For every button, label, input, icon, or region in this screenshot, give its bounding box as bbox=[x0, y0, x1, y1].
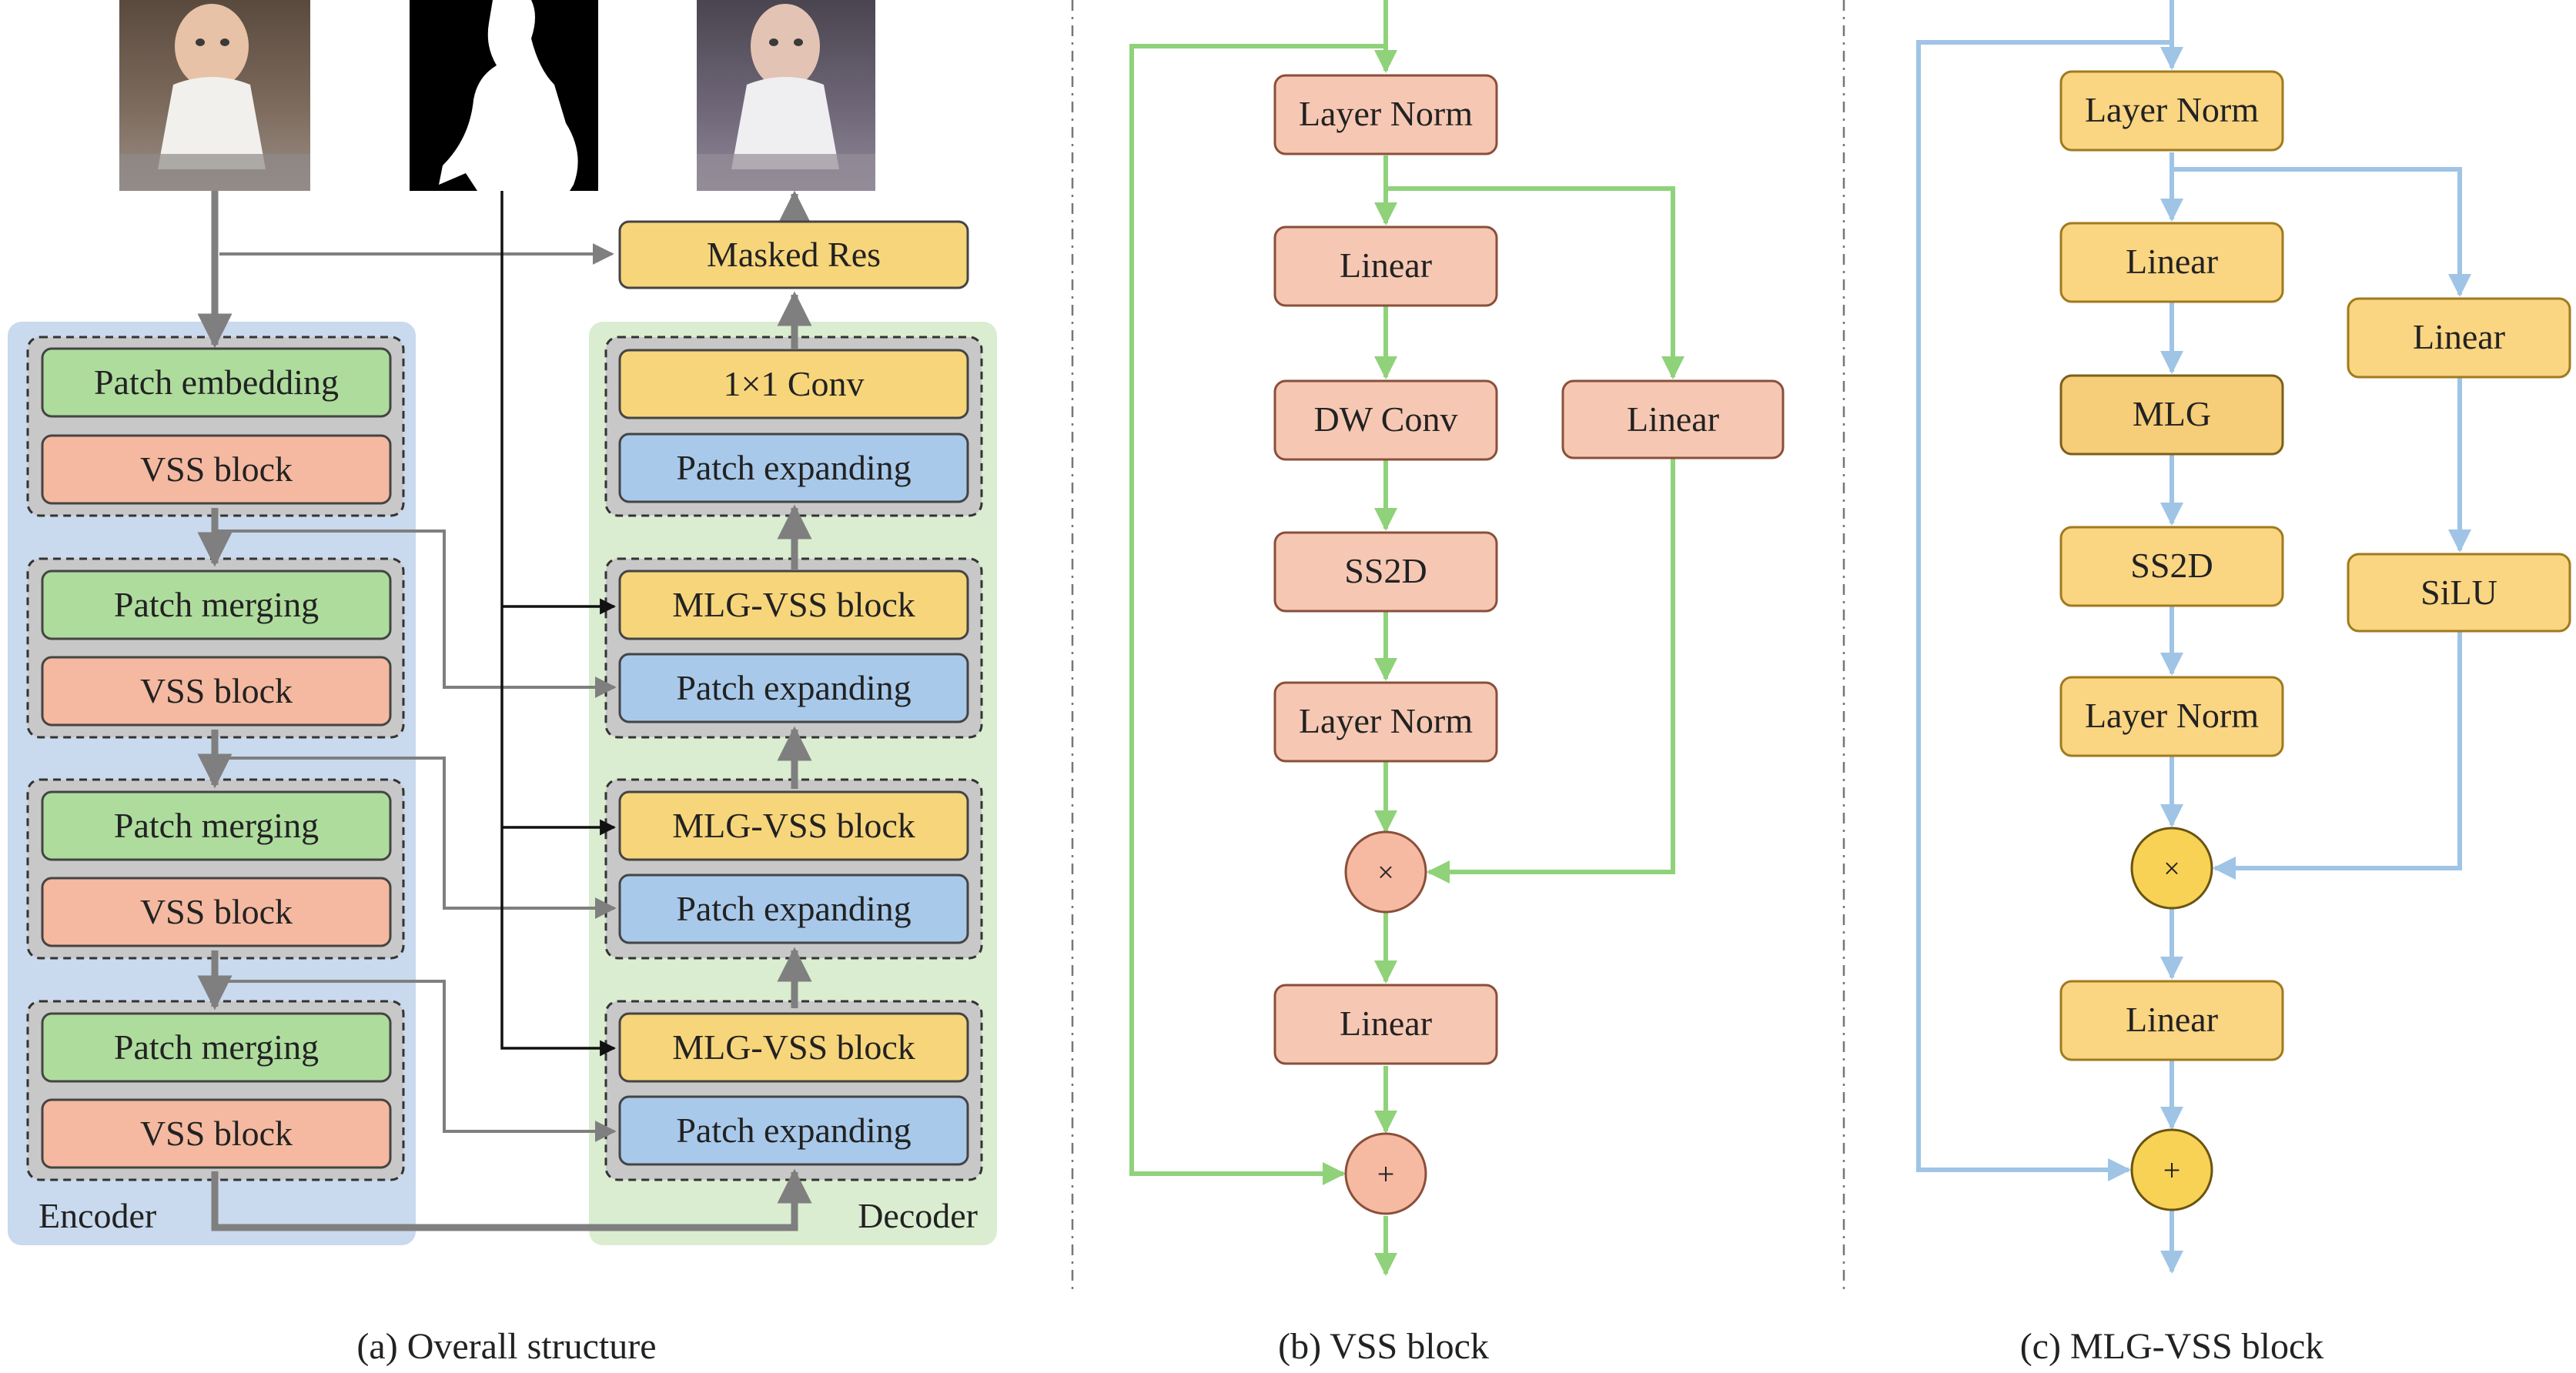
mlg-ss2d-box bbox=[2059, 526, 2284, 607]
vss-ss2d-label: SS2D bbox=[1344, 551, 1427, 590]
vss-layer-norm-top-label: Layer Norm bbox=[1299, 94, 1473, 133]
mlg-linear-main-box bbox=[2059, 222, 2284, 303]
vss-layer-norm-top-box bbox=[1273, 74, 1498, 155]
mlg-connections bbox=[1916, 0, 2471, 1274]
patch-merging-label-1: Patch merging bbox=[114, 585, 319, 624]
vss-multiply-node bbox=[1344, 830, 1427, 914]
overall-connections bbox=[197, 190, 812, 1231]
mlg-mlg-label: MLG bbox=[2133, 394, 2211, 433]
panel-vss-block: Layer Norm Linear DW Conv SS2D Layer Nor… bbox=[1129, 0, 1785, 1367]
patch-expanding-box-3 bbox=[618, 874, 969, 944]
patch-merging-label-3: Patch merging bbox=[114, 1027, 319, 1067]
conv1x1-label: 1×1 Conv bbox=[723, 364, 864, 403]
patch-merging-box-3 bbox=[41, 1012, 392, 1083]
patch-expanding-box-1 bbox=[618, 433, 969, 503]
vss-block-label-4: VSS block bbox=[140, 1114, 293, 1153]
mlg-linear-main-label: Linear bbox=[2126, 242, 2218, 281]
mlg-add-symbol: + bbox=[2163, 1153, 2181, 1188]
vss-linear-main-label: Linear bbox=[1340, 246, 1432, 285]
mlg-add-node bbox=[2130, 1128, 2213, 1211]
patch-expanding-label-3: Patch expanding bbox=[676, 889, 911, 928]
patch-embedding-box bbox=[41, 347, 392, 418]
vss-layer-norm-bottom-box bbox=[1273, 681, 1498, 763]
panel-mlg-vss-block: Layer Norm Linear MLG SS2D Layer Norm Li… bbox=[1916, 0, 2571, 1367]
panel-overall-structure: Masked Res Patch embedding VSS block Pat… bbox=[8, 0, 997, 1367]
mlg-linear-out-box bbox=[2059, 980, 2284, 1061]
mlg-mlg-box bbox=[2059, 374, 2284, 456]
mlg-layer-norm-bottom-label: Layer Norm bbox=[2085, 696, 2259, 735]
mlg-vss-block-box-1 bbox=[618, 570, 969, 640]
patch-merging-box-2 bbox=[41, 790, 392, 861]
vss-dw-conv-label: DW Conv bbox=[1314, 399, 1458, 439]
mlg-vss-block-box-2 bbox=[618, 790, 969, 861]
vss-linear-main-box bbox=[1273, 225, 1498, 307]
mlg-silu-label: SiLU bbox=[2420, 573, 2497, 612]
mlg-vss-block-label-2: MLG-VSS block bbox=[672, 806, 915, 845]
vss-block-label-1: VSS block bbox=[140, 449, 293, 489]
patch-expanding-label-2: Patch expanding bbox=[676, 668, 911, 707]
encoder-label: Encoder bbox=[38, 1196, 156, 1235]
mlg-layer-norm-bottom-box bbox=[2059, 676, 2284, 757]
mask-image bbox=[410, 0, 598, 191]
vss-block-label-2: VSS block bbox=[140, 671, 293, 710]
vss-linear-side-label: Linear bbox=[1627, 399, 1719, 439]
input-image bbox=[119, 0, 310, 191]
patch-merging-label-2: Patch merging bbox=[114, 806, 319, 845]
patch-expanding-label-4: Patch expanding bbox=[676, 1111, 911, 1150]
mlg-linear-side-box bbox=[2347, 297, 2571, 379]
vss-linear-out-label: Linear bbox=[1340, 1004, 1432, 1043]
patch-expanding-box-2 bbox=[618, 653, 969, 723]
conv1x1-box bbox=[618, 349, 969, 419]
mlg-vss-block-label-1: MLG-VSS block bbox=[672, 585, 915, 624]
masked-res-box bbox=[618, 220, 969, 289]
patch-embedding-label: Patch embedding bbox=[94, 362, 339, 402]
vss-add-symbol: + bbox=[1377, 1157, 1395, 1191]
patch-expanding-box-4 bbox=[618, 1095, 969, 1166]
patch-expanding-label-1: Patch expanding bbox=[676, 448, 911, 487]
vss-multiply-symbol: × bbox=[1377, 857, 1393, 889]
mlg-vss-block-label-3: MLG-VSS block bbox=[672, 1027, 915, 1067]
mlg-vss-block-box-3 bbox=[618, 1012, 969, 1083]
mlg-silu-box bbox=[2347, 553, 2571, 633]
vss-block-box-1 bbox=[41, 434, 392, 505]
vss-block-box-2 bbox=[41, 656, 392, 727]
decoder-label: Decoder bbox=[858, 1196, 978, 1235]
mlg-layer-norm-top-label: Layer Norm bbox=[2085, 90, 2259, 129]
output-image bbox=[697, 0, 875, 191]
mlg-layer-norm-top-box bbox=[2059, 70, 2284, 152]
vss-block-box-3 bbox=[41, 877, 392, 947]
mlg-multiply-node bbox=[2130, 827, 2213, 910]
masked-res-label: Masked Res bbox=[707, 235, 881, 274]
vss-ss2d-box bbox=[1273, 531, 1498, 613]
vss-layer-norm-bottom-label: Layer Norm bbox=[1299, 701, 1473, 740]
vss-block-label-3: VSS block bbox=[140, 892, 293, 931]
mlg-linear-out-label: Linear bbox=[2126, 1000, 2218, 1039]
vss-dw-conv-box bbox=[1273, 379, 1498, 461]
vss-linear-side-box bbox=[1561, 379, 1785, 459]
caption-mlg-vss: (c) MLG-VSS block bbox=[2020, 1326, 2324, 1367]
vss-linear-out-box bbox=[1273, 984, 1498, 1065]
mlg-multiply-symbol: × bbox=[2163, 853, 2180, 885]
caption-overall: (a) Overall structure bbox=[356, 1326, 656, 1367]
patch-merging-box-1 bbox=[41, 570, 392, 640]
vss-add-node bbox=[1344, 1132, 1427, 1215]
mlg-linear-side-label: Linear bbox=[2413, 317, 2505, 356]
vss-block-box-4 bbox=[41, 1098, 392, 1169]
mlg-ss2d-label: SS2D bbox=[2130, 546, 2213, 585]
caption-vss: (b) VSS block bbox=[1278, 1326, 1489, 1367]
vss-connections bbox=[1129, 0, 1684, 1276]
